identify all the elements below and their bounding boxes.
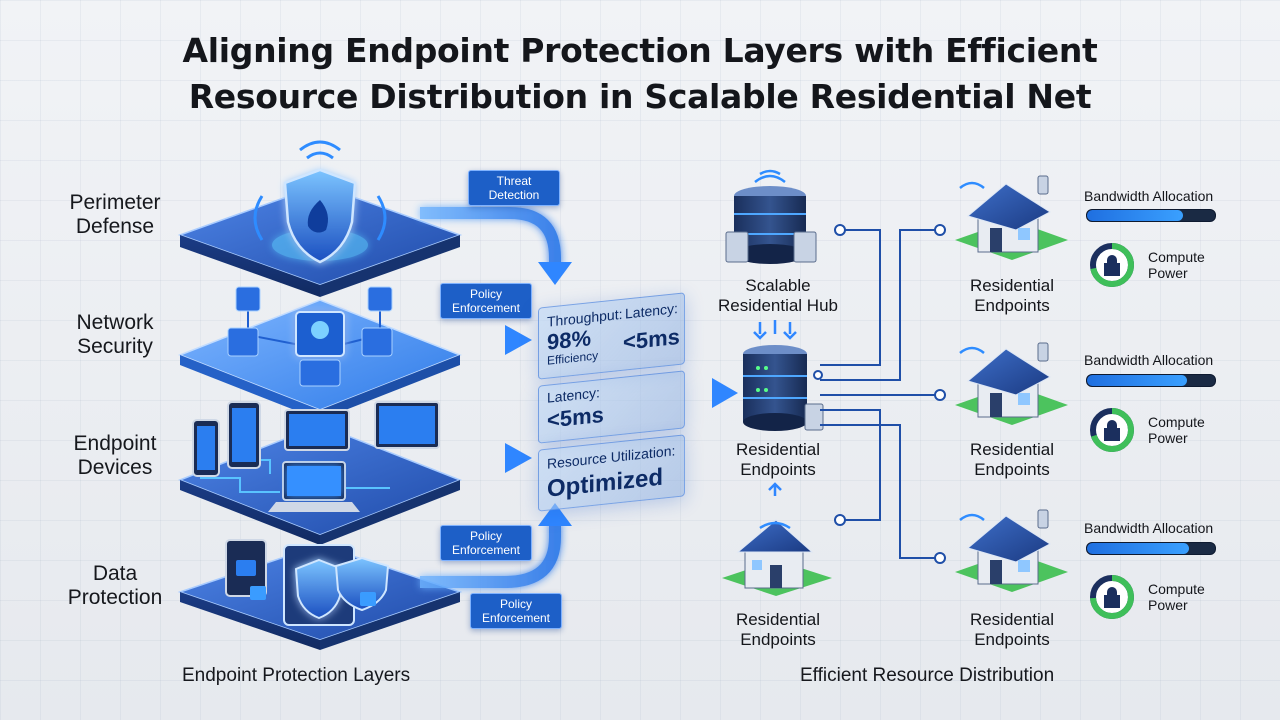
compute2-line2: Power — [1148, 430, 1188, 446]
arrow-head-4 — [538, 503, 572, 526]
layer-label-endpoint: Endpoint Devices — [40, 432, 190, 480]
device-icons — [192, 401, 440, 512]
layer-network-line1: Network — [76, 311, 154, 334]
lock-icon — [1104, 255, 1120, 276]
latency-value: <5ms — [623, 323, 680, 355]
compute3-line2: Power — [1148, 597, 1188, 613]
hub-line1: Scalable — [745, 276, 811, 295]
layer-network-line2: Security — [77, 335, 153, 358]
data-vault-icons — [225, 539, 390, 626]
center-node-label: Residential Endpoints — [693, 440, 863, 480]
arrow-head-3 — [505, 443, 532, 473]
bandwidth-fill-2 — [1087, 375, 1187, 386]
policy2-line2: Enforcement — [451, 543, 521, 557]
threat-line1: Threat — [496, 174, 532, 188]
compute-label-2: Compute Power — [1148, 414, 1205, 446]
layer-label-data: Data Protection — [40, 562, 190, 610]
lock-icon — [1104, 587, 1120, 608]
bandwidth-fill-3 — [1087, 543, 1190, 554]
layer-perimeter-line2: Defense — [75, 215, 155, 238]
compute-gauge-1 — [1090, 243, 1134, 287]
policy-enforcement-label-2: Policy Enforcement — [440, 525, 532, 561]
threat-detection-label: Threat Detection — [468, 170, 560, 206]
hub-line2: Residential Hub — [717, 296, 838, 315]
gauge-fill — [1090, 243, 1134, 287]
page-title: Aligning Endpoint Protection Layers with… — [0, 28, 1280, 120]
compute-gauges — [1090, 243, 1134, 619]
hub-server-icon — [725, 169, 817, 340]
policy1-line1: Policy — [469, 287, 502, 301]
bandwidth-label-2: Bandwidth Allocation — [1084, 352, 1214, 368]
layer-endpoint-line2: Devices — [77, 456, 153, 479]
layer-label-perimeter: Perimeter Defense — [40, 191, 190, 239]
title-line-2: Resource Distribution in Scalable Reside… — [188, 77, 1092, 116]
endpoint-label-1: Residential Endpoints — [927, 276, 1097, 316]
flow-pipes — [420, 207, 738, 588]
latency2-value: <5ms — [547, 401, 604, 433]
bandwidth-bar-2 — [1086, 374, 1216, 387]
bottom-house-icon — [722, 519, 832, 596]
endpoint-house-icon-3 — [955, 509, 1068, 592]
policy2-line1: Policy — [469, 529, 502, 543]
network-node-cubes — [227, 286, 393, 387]
layer-data-line2: Protection — [67, 586, 163, 609]
endpoint2-line2: Endpoints — [974, 460, 1050, 479]
threat-line2: Detection — [488, 188, 540, 202]
compute1-line1: Compute — [1148, 249, 1205, 265]
arrow-head-1 — [538, 262, 572, 285]
endpoint3-line2: Endpoints — [974, 630, 1050, 649]
layer-label-network: Network Security — [40, 311, 190, 359]
latency-label: Latency: — [625, 300, 678, 322]
section-label-right: Efficient Resource Distribution — [800, 665, 1055, 686]
section-label-left: Endpoint Protection Layers — [182, 665, 411, 686]
arrow-head-5 — [712, 378, 738, 408]
bandwidth-bar-3 — [1086, 542, 1216, 555]
gauge-fill — [1090, 408, 1134, 452]
hub-label: Scalable Residential Hub — [693, 276, 863, 316]
endpoint-house-icon-2 — [955, 342, 1068, 425]
compute-gauge-3 — [1090, 575, 1134, 619]
arrow-head-2 — [505, 325, 532, 355]
endpoint3-line1: Residential — [969, 610, 1055, 629]
bandwidth-label-3: Bandwidth Allocation — [1084, 520, 1214, 536]
bandwidth-label-1: Bandwidth Allocation — [1084, 188, 1214, 204]
compute-label-3: Compute Power — [1148, 581, 1205, 613]
endpoint-label-3: Residential Endpoints — [927, 610, 1097, 650]
policy3-line1: Policy — [499, 597, 532, 611]
compute2-line1: Compute — [1148, 414, 1205, 430]
center-node-line1: Residential — [735, 440, 821, 459]
gauge-fill — [1090, 575, 1134, 619]
bottom-node-label: Residential Endpoints — [693, 610, 863, 650]
central-server-icon — [743, 345, 824, 496]
endpoint1-line1: Residential — [969, 276, 1055, 295]
layer-perimeter-line1: Perimeter — [69, 191, 161, 214]
layer-endpoint-line1: Endpoint — [73, 432, 157, 455]
lock-icon — [1104, 420, 1120, 441]
center-node-line2: Endpoints — [740, 460, 816, 479]
compute-label-1: Compute Power — [1148, 249, 1205, 281]
title-line-1: Aligning Endpoint Protection Layers with… — [182, 31, 1098, 70]
bandwidth-bar-1 — [1086, 209, 1216, 222]
policy-enforcement-label-3: Policy Enforcement — [470, 593, 562, 629]
endpoint2-line1: Residential — [969, 440, 1055, 459]
policy-enforcement-label-1: Policy Enforcement — [440, 283, 532, 319]
policy1-line2: Enforcement — [451, 301, 521, 315]
bottom-node-line2: Endpoints — [740, 630, 816, 649]
bottom-node-line1: Residential — [735, 610, 821, 629]
compute-gauge-2 — [1090, 408, 1134, 452]
compute3-line1: Compute — [1148, 581, 1205, 597]
distribution-connectors — [813, 224, 946, 564]
shield-icon — [253, 140, 387, 264]
compute1-line2: Power — [1148, 265, 1188, 281]
endpoint-house-icon-1 — [955, 175, 1068, 260]
policy3-line2: Enforcement — [481, 611, 551, 625]
endpoint1-line2: Endpoints — [974, 296, 1050, 315]
endpoint-label-2: Residential Endpoints — [927, 440, 1097, 480]
layer-data-line1: Data — [92, 562, 138, 585]
bandwidth-fill-1 — [1087, 210, 1183, 221]
